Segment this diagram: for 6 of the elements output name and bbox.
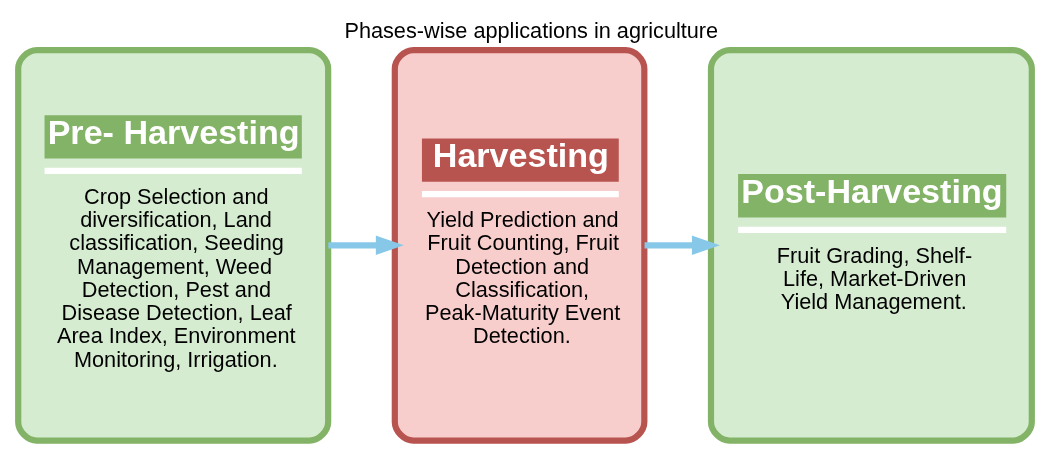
diagram-title: Phases-wise applications in agriculture [343, 17, 718, 43]
node-box: Pre- Harvesting Crop Selection and diversification, Land classification, Seeding Management, Weed Detection, Pest and Disease Detection, Leaf Area Index, Environment Monitoring, Irrigation. [14, 46, 331, 444]
arrow [644, 235, 720, 256]
node-box: Post-Harvesting Fruit Grading, Shelf- Life, Market-Driven Yield Management. [707, 46, 1035, 444]
node-box: Harvesting Yield Prediction and Fruit Counting, Fruit Detection and Classification, Peak-Maturity Event Detection. [391, 46, 647, 444]
arrow [327, 235, 404, 256]
